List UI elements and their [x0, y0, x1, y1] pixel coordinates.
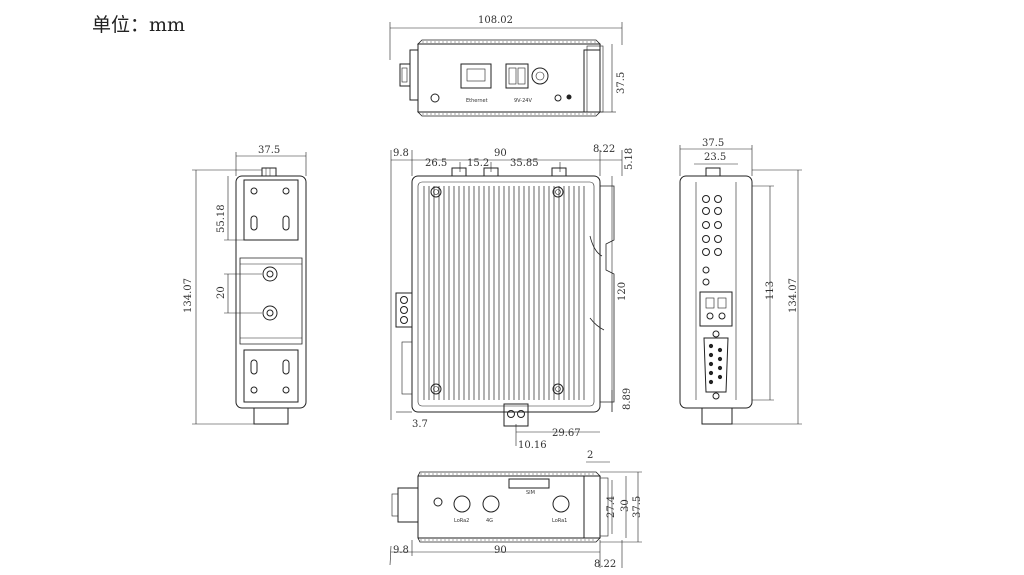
- right-view: 37.5 23.5 113 134.07: [679, 138, 802, 425]
- left-view: 37.5 134.07 55.18 20: [183, 145, 307, 425]
- led-dot: [702, 195, 710, 203]
- serial-pin: [708, 361, 714, 367]
- dc-jack: [531, 67, 549, 85]
- dim-bottom-98: 9.8: [393, 545, 409, 556]
- serial-pin: [708, 352, 714, 358]
- label-sim: SIM: [526, 490, 535, 496]
- dim-front-3585: 35.85: [510, 158, 539, 169]
- serial-pin: [717, 347, 723, 353]
- dim-bottom-375: 37.5: [632, 496, 643, 518]
- label-4g: 4G: [486, 518, 493, 524]
- lora1-antenna: [552, 495, 570, 513]
- right-terminal: [699, 291, 733, 327]
- top-view: 108.02 Ethernet 9V-24V 37.5: [389, 15, 627, 117]
- dim-front-152: 15.2: [467, 158, 489, 169]
- 4g-antenna: [482, 495, 500, 513]
- heatsink-fins: [423, 186, 585, 400]
- dim-front-90: 90: [494, 148, 507, 159]
- dim-front-120: 120: [617, 282, 628, 301]
- label-ethernet: Ethernet: [466, 98, 488, 104]
- unit-label: 单位：mm: [92, 14, 186, 36]
- dim-front-265: 26.5: [425, 158, 447, 169]
- bottom-view: SIM LoRa2 4G LoRa1 9.8 90 8.22 2 27.4 30…: [389, 450, 643, 570]
- dim-front-98: 9.8: [393, 148, 409, 159]
- led-dot: [714, 235, 722, 243]
- led-dot: [702, 207, 710, 215]
- serial-pin: [717, 356, 723, 362]
- led-dot: [702, 221, 710, 229]
- front-view: 9.8 90 8.22 26.5 15.2 35.85 5.18: [390, 144, 635, 451]
- led-indicators: [702, 195, 722, 256]
- led-dot: [714, 195, 722, 203]
- dim-bottom-2: 2: [587, 450, 593, 461]
- dim-right-inner: 23.5: [704, 152, 726, 163]
- serial-pin: [708, 343, 714, 349]
- dim-front-889: 8.89: [622, 388, 633, 410]
- dim-front-822: 8.22: [593, 144, 615, 155]
- dim-right-113: 113: [765, 281, 776, 300]
- label-lora2: LoRa2: [454, 518, 469, 524]
- dim-top-height: 37.5: [616, 72, 627, 94]
- serial-pin: [708, 370, 714, 376]
- dim-left-20: 20: [216, 286, 227, 299]
- dim-bottom-274: 27.4: [606, 496, 617, 518]
- dim-front-518: 5.18: [624, 148, 635, 170]
- power-terminal: [505, 63, 529, 89]
- top-led: [430, 93, 440, 103]
- dim-left-height: 134.07: [183, 278, 194, 313]
- dim-bottom-30: 30: [620, 499, 631, 512]
- dim-bottom-90: 90: [494, 545, 507, 556]
- led-dot: [702, 235, 710, 243]
- serial-port: [703, 337, 729, 393]
- serial-pin: [708, 379, 714, 385]
- label-power: 9V-24V: [514, 98, 532, 104]
- dim-front-2967: 29.67: [552, 428, 581, 439]
- ethernet-port: [460, 63, 492, 89]
- dim-left-5518: 55.18: [216, 204, 227, 233]
- led-dot: [702, 248, 710, 256]
- side-terminal: [395, 292, 413, 328]
- dim-bottom-822: 8.22: [594, 559, 616, 570]
- dim-left-width: 37.5: [258, 145, 280, 156]
- dim-right-height: 134.07: [788, 278, 799, 313]
- dim-right-width: 37.5: [702, 138, 724, 149]
- dim-top-width: 108.02: [478, 15, 513, 26]
- serial-pin: [717, 374, 723, 380]
- dim-front-37: 3.7: [412, 419, 428, 430]
- sim-slot: [508, 478, 550, 489]
- led-dot: [714, 221, 722, 229]
- led-dot: [714, 207, 722, 215]
- serial-pin: [717, 365, 723, 371]
- dim-front-1016: 10.16: [518, 440, 547, 451]
- lora2-antenna: [453, 495, 471, 513]
- led-dot: [714, 248, 722, 256]
- label-lora1: LoRa1: [552, 518, 567, 524]
